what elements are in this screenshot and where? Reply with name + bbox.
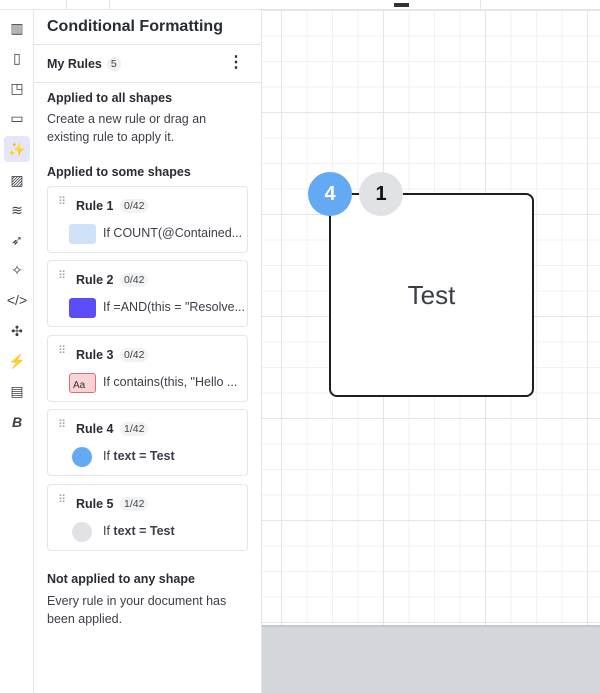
applied-all-description: Create a new rule or drag an existing ru… — [47, 112, 207, 144]
sparkle-icon[interactable]: ✧ — [11, 261, 23, 278]
rule-condition: If contains(this, "Hello ... — [103, 375, 238, 389]
fill-icon[interactable]: ▯ — [13, 49, 21, 66]
rule-count: 0/42 — [120, 348, 149, 362]
rule-color-dot — [72, 522, 92, 542]
rule-condition: If COUNT(@Contained... — [103, 226, 243, 240]
divider — [34, 44, 262, 45]
rule-text-style-swatch: Aa — [69, 373, 96, 393]
condition-prefix: If — [103, 524, 114, 538]
rule-name: Rule 2 — [76, 273, 114, 287]
layout-icon[interactable]: ▥ — [10, 19, 24, 36]
divider — [34, 82, 262, 83]
rule-color-swatch — [69, 298, 96, 318]
drag-handle-icon[interactable]: ⠿ — [58, 270, 66, 282]
my-rules-header: My Rules 5 — [47, 57, 121, 71]
not-applied-heading: Not applied to any shape — [47, 572, 195, 586]
drag-handle-icon[interactable]: ⠿ — [58, 345, 66, 357]
divider — [480, 0, 481, 10]
frame-icon[interactable]: ▭ — [10, 109, 24, 126]
drag-handle-icon[interactable]: ⠿ — [58, 419, 66, 431]
condition-expression: text = Test — [113, 524, 175, 538]
quick-action-icon[interactable]: ⚡ — [8, 352, 26, 369]
rule-card[interactable]: ⠿ Rule 3 0/42 Aa If contains(this, "Hell… — [47, 335, 248, 402]
rule-name: Rule 4 — [76, 422, 114, 436]
canvas-bottom-area — [262, 625, 600, 693]
condition-expression: text = Test — [113, 449, 175, 463]
my-rules-label: My Rules — [47, 57, 102, 71]
rules-count-badge: 5 — [106, 57, 121, 71]
data-icon[interactable]: ≋ — [11, 201, 23, 218]
magic-wand-icon[interactable]: ✨ — [4, 136, 30, 162]
rule-count: 0/42 — [120, 273, 149, 287]
minimize-icon[interactable] — [394, 3, 409, 7]
more-options-icon[interactable]: ⋮ — [228, 54, 244, 71]
rule-condition: If text = Test — [103, 524, 245, 538]
rule-card[interactable]: ⠿ Rule 2 0/42 If =AND(this = "Resolve... — [47, 260, 248, 327]
shapes-icon[interactable]: ◳ — [10, 79, 24, 96]
condition-prefix: If — [103, 449, 114, 463]
rule-count: 1/42 — [120, 497, 149, 511]
rocket-icon[interactable]: ➶ — [11, 231, 23, 248]
brand-icon[interactable]: B — [11, 414, 23, 430]
rule-count: 1/42 — [120, 422, 149, 436]
applied-some-heading: Applied to some shapes — [47, 165, 191, 179]
rule-card[interactable]: ⠿ Rule 4 1/42 If text = Test — [47, 409, 248, 476]
rule-condition: If =AND(this = "Resolve... — [103, 300, 245, 314]
rule-color-dot — [72, 447, 92, 467]
top-toolbar — [0, 0, 600, 10]
rule-badge-primary[interactable]: 4 — [308, 172, 352, 216]
panel-title: Conditional Formatting — [47, 18, 223, 35]
rule-card[interactable]: ⠿ Rule 1 0/42 If COUNT(@Contained... — [47, 186, 248, 253]
rule-condition: If text = Test — [103, 449, 245, 463]
divider — [66, 0, 67, 10]
rule-color-swatch — [69, 224, 96, 244]
rule-name: Rule 3 — [76, 348, 114, 362]
applied-all-heading: Applied to all shapes — [47, 91, 173, 105]
rule-card[interactable]: ⠿ Rule 5 1/42 If text = Test — [47, 484, 248, 551]
icon-rail: ▥ ▯ ◳ ▭ ✨ ▨ ≋ ➶ ✧ </> ✣ ⚡ ▤ B — [0, 10, 34, 693]
rule-name: Rule 5 — [76, 497, 114, 511]
rule-badge-secondary[interactable]: 1 — [359, 172, 403, 216]
drag-handle-icon[interactable]: ⠿ — [58, 494, 66, 506]
puzzle-icon[interactable]: ✣ — [11, 322, 23, 339]
shape-text: Test — [407, 279, 456, 310]
shape-test[interactable]: Test — [329, 193, 534, 397]
rule-name: Rule 1 — [76, 199, 114, 213]
presentation-icon[interactable]: ▤ — [10, 382, 24, 399]
rule-count: 0/42 — [120, 199, 149, 213]
conditional-formatting-panel: Conditional Formatting My Rules 5 ⋮ Appl… — [34, 10, 262, 693]
not-applied-description: Every rule in your document has been app… — [47, 594, 227, 626]
image-icon[interactable]: ▨ — [10, 171, 24, 188]
divider — [109, 0, 110, 10]
code-icon[interactable]: </> — [6, 292, 28, 308]
drag-handle-icon[interactable]: ⠿ — [58, 196, 66, 208]
